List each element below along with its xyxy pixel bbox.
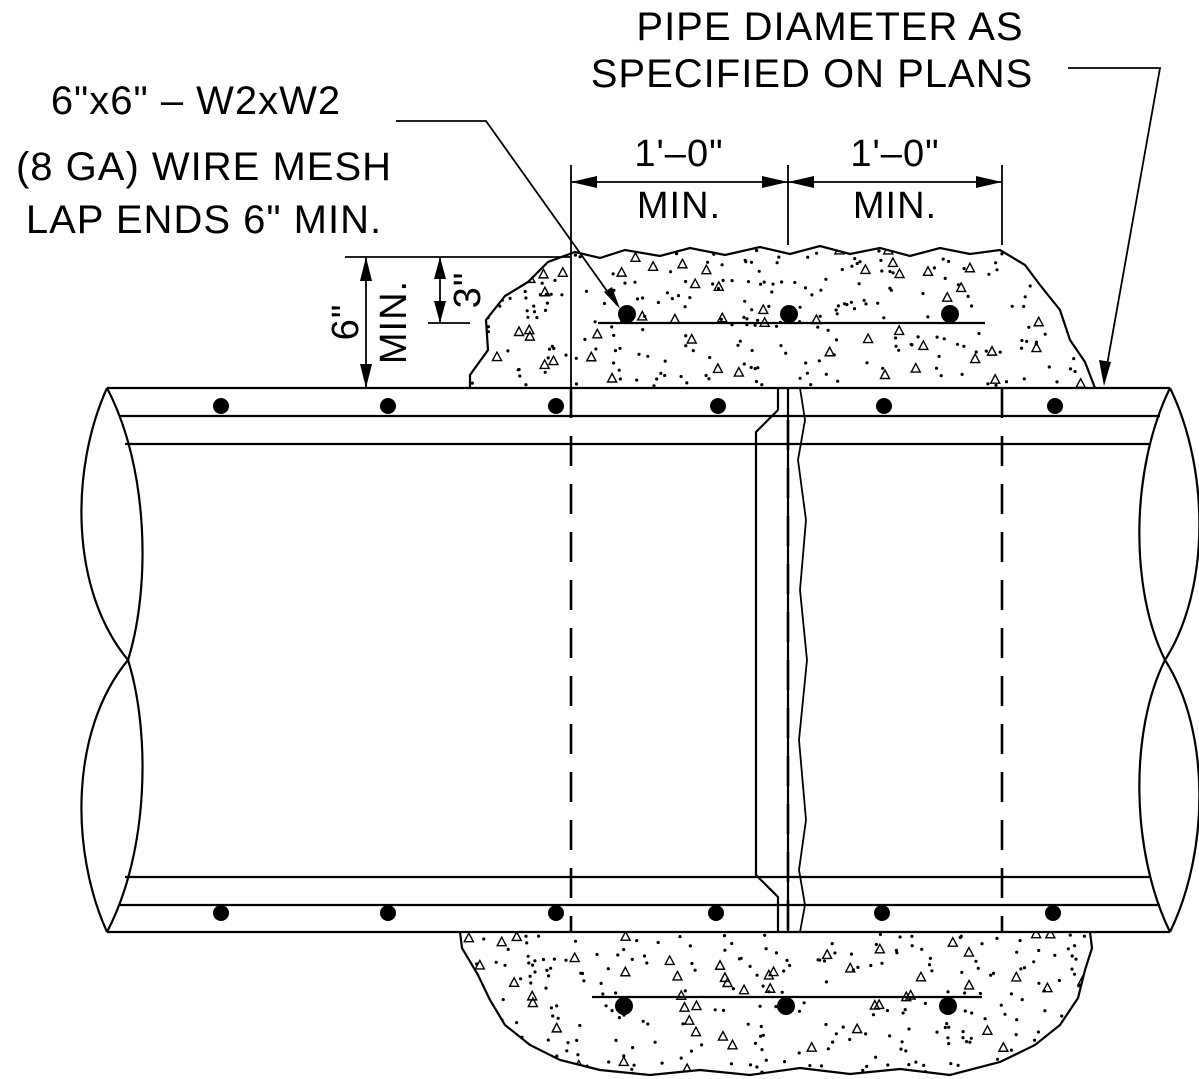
cover-dimension: 6" MIN. 3" [325,256,570,388]
mesh-line3: LAP ENDS 6" MIN. [26,198,382,242]
joint-crack-line [797,387,808,933]
left-dim-value: 1'–0" [634,133,723,175]
wire-mesh-callout: 6"x6" – W2xW2 (8 GA) WIRE MESH LAP ENDS … [16,79,620,309]
mesh-line1: 6"x6" – W2xW2 [51,79,341,123]
pipe-diameter-line1: PIPE DIAMETER AS [636,5,1023,49]
pipe-break-left [80,387,130,933]
pipe-diameter-callout: PIPE DIAMETER AS SPECIFIED ON PLANS [591,5,1162,386]
wire-mesh-bottom [592,995,982,1015]
mesh-line2: (8 GA) WIRE MESH [16,145,392,189]
cover-value: 6" [325,304,367,341]
wire-mesh-top [598,305,985,325]
collar-width-dimension: 1'–0" MIN. 1'–0" MIN. [570,133,1003,388]
right-dim-value: 1'–0" [850,133,939,175]
pipe-diameter-line2: SPECIFIED ON PLANS [591,52,1034,96]
pipe-joint [754,387,808,933]
pipe [80,386,1199,934]
collar-limit-lines [569,388,1004,932]
cover-min: MIN. [373,280,415,364]
left-dim-min: MIN. [637,185,721,227]
pipe-reinforcement-dots [213,398,1063,921]
bottom-concrete-collar [458,931,1094,1077]
right-dim-min: MIN. [853,185,937,227]
mesh-depth: 3" [447,272,489,309]
leader-arrowhead [1099,360,1111,386]
